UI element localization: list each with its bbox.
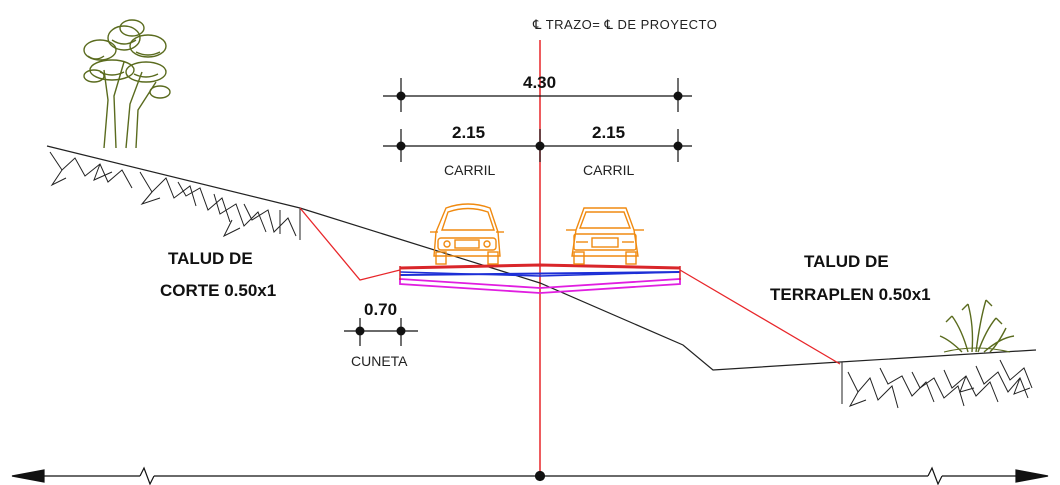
pavement-structure: [399, 263, 681, 294]
centerline-note: ℄ TRAZO= ℄ DE PROYECTO: [532, 17, 717, 32]
total-width-dimension: 4.30: [383, 73, 692, 112]
total-width-label: 4.30: [523, 73, 556, 92]
lane-left-width: 2.15: [452, 123, 485, 142]
ditch-label: CUNETA: [351, 353, 408, 369]
tree-icon: [83, 19, 171, 149]
right-ground-hatch: [841, 359, 1033, 409]
ditch-dimension: 0.70 CUNETA: [344, 300, 418, 369]
lane-right-width: 2.15: [592, 123, 625, 142]
lane-left-label: CARRIL: [444, 162, 496, 178]
lane-width-dimension: 2.15 2.15 CARRIL CARRIL: [383, 123, 692, 178]
fill-slope-line: [679, 269, 841, 365]
lane-right-label: CARRIL: [583, 162, 635, 178]
ditch-width-label: 0.70: [364, 300, 397, 319]
car-front-view-icon: [566, 207, 644, 265]
cut-slope-line: [299, 207, 401, 281]
shrub-icon: [939, 299, 1015, 353]
car-rear-view-icon: [430, 203, 504, 265]
cut-slope-label-line1: TALUD DE: [168, 249, 253, 268]
bottom-baseline: [11, 466, 1049, 485]
fill-slope-label-line1: TALUD DE: [804, 252, 889, 271]
left-ground-hatch: [49, 151, 301, 240]
cut-slope-label-line2: CORTE 0.50x1: [160, 281, 276, 300]
fill-slope-label-line2: TERRAPLEN 0.50x1: [770, 285, 931, 304]
